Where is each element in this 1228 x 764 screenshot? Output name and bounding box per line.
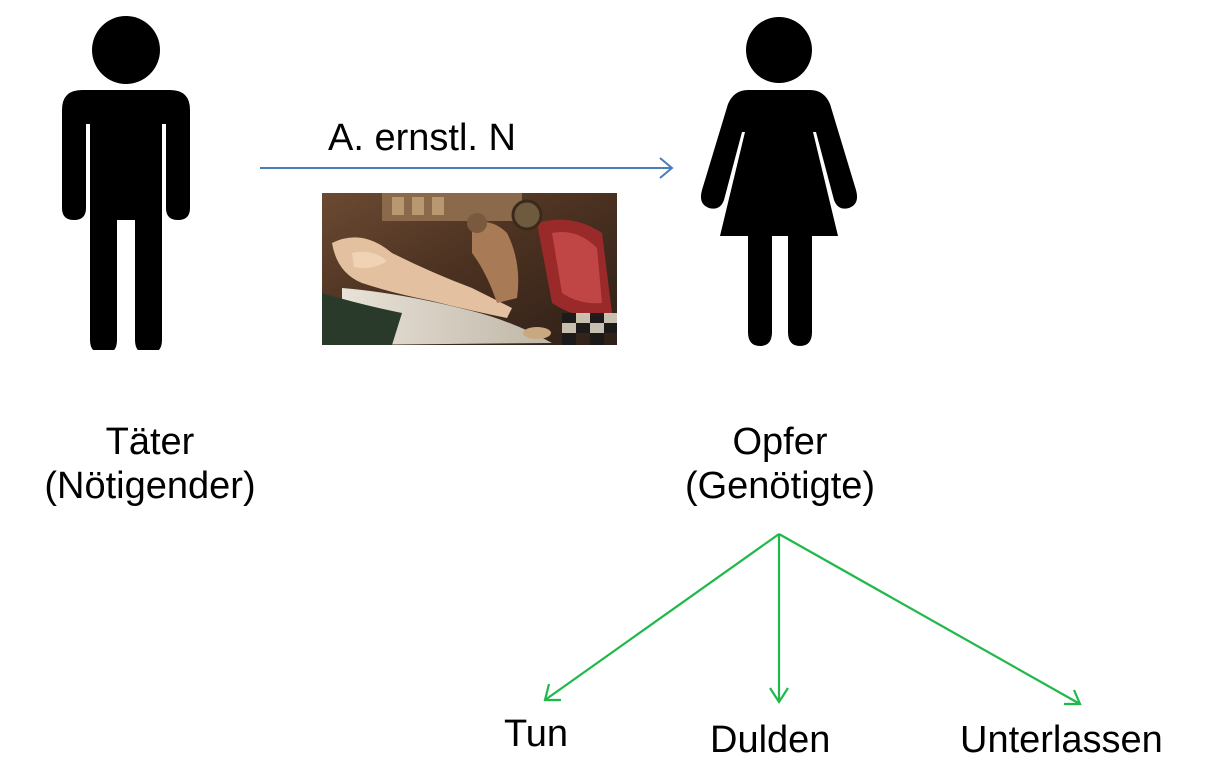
female-figure-icon xyxy=(700,17,858,346)
outcome-tun: Tun xyxy=(504,713,569,755)
painting-image xyxy=(322,193,617,345)
actor-role-sub: (Nötigender) xyxy=(44,465,256,507)
outcome-arrow-tun xyxy=(543,533,780,702)
victim-role-sub: (Genötigte) xyxy=(684,465,876,507)
outcome-dulden: Dulden xyxy=(710,719,831,761)
victim-label: Opfer (Genötigte) xyxy=(630,420,930,508)
action-arrow xyxy=(260,157,674,179)
action-label: A. ernstl. N xyxy=(328,117,516,159)
actor-label: Täter (Nötigender) xyxy=(0,420,300,508)
male-figure-icon xyxy=(62,16,190,350)
actor-role: Täter xyxy=(105,421,195,463)
outcome-unterlassen: Unterlassen xyxy=(960,719,1163,761)
outcome-arrow-dulden xyxy=(769,534,789,705)
victim-role: Opfer xyxy=(732,421,828,463)
outcome-arrow-unterlassen xyxy=(778,533,1082,706)
